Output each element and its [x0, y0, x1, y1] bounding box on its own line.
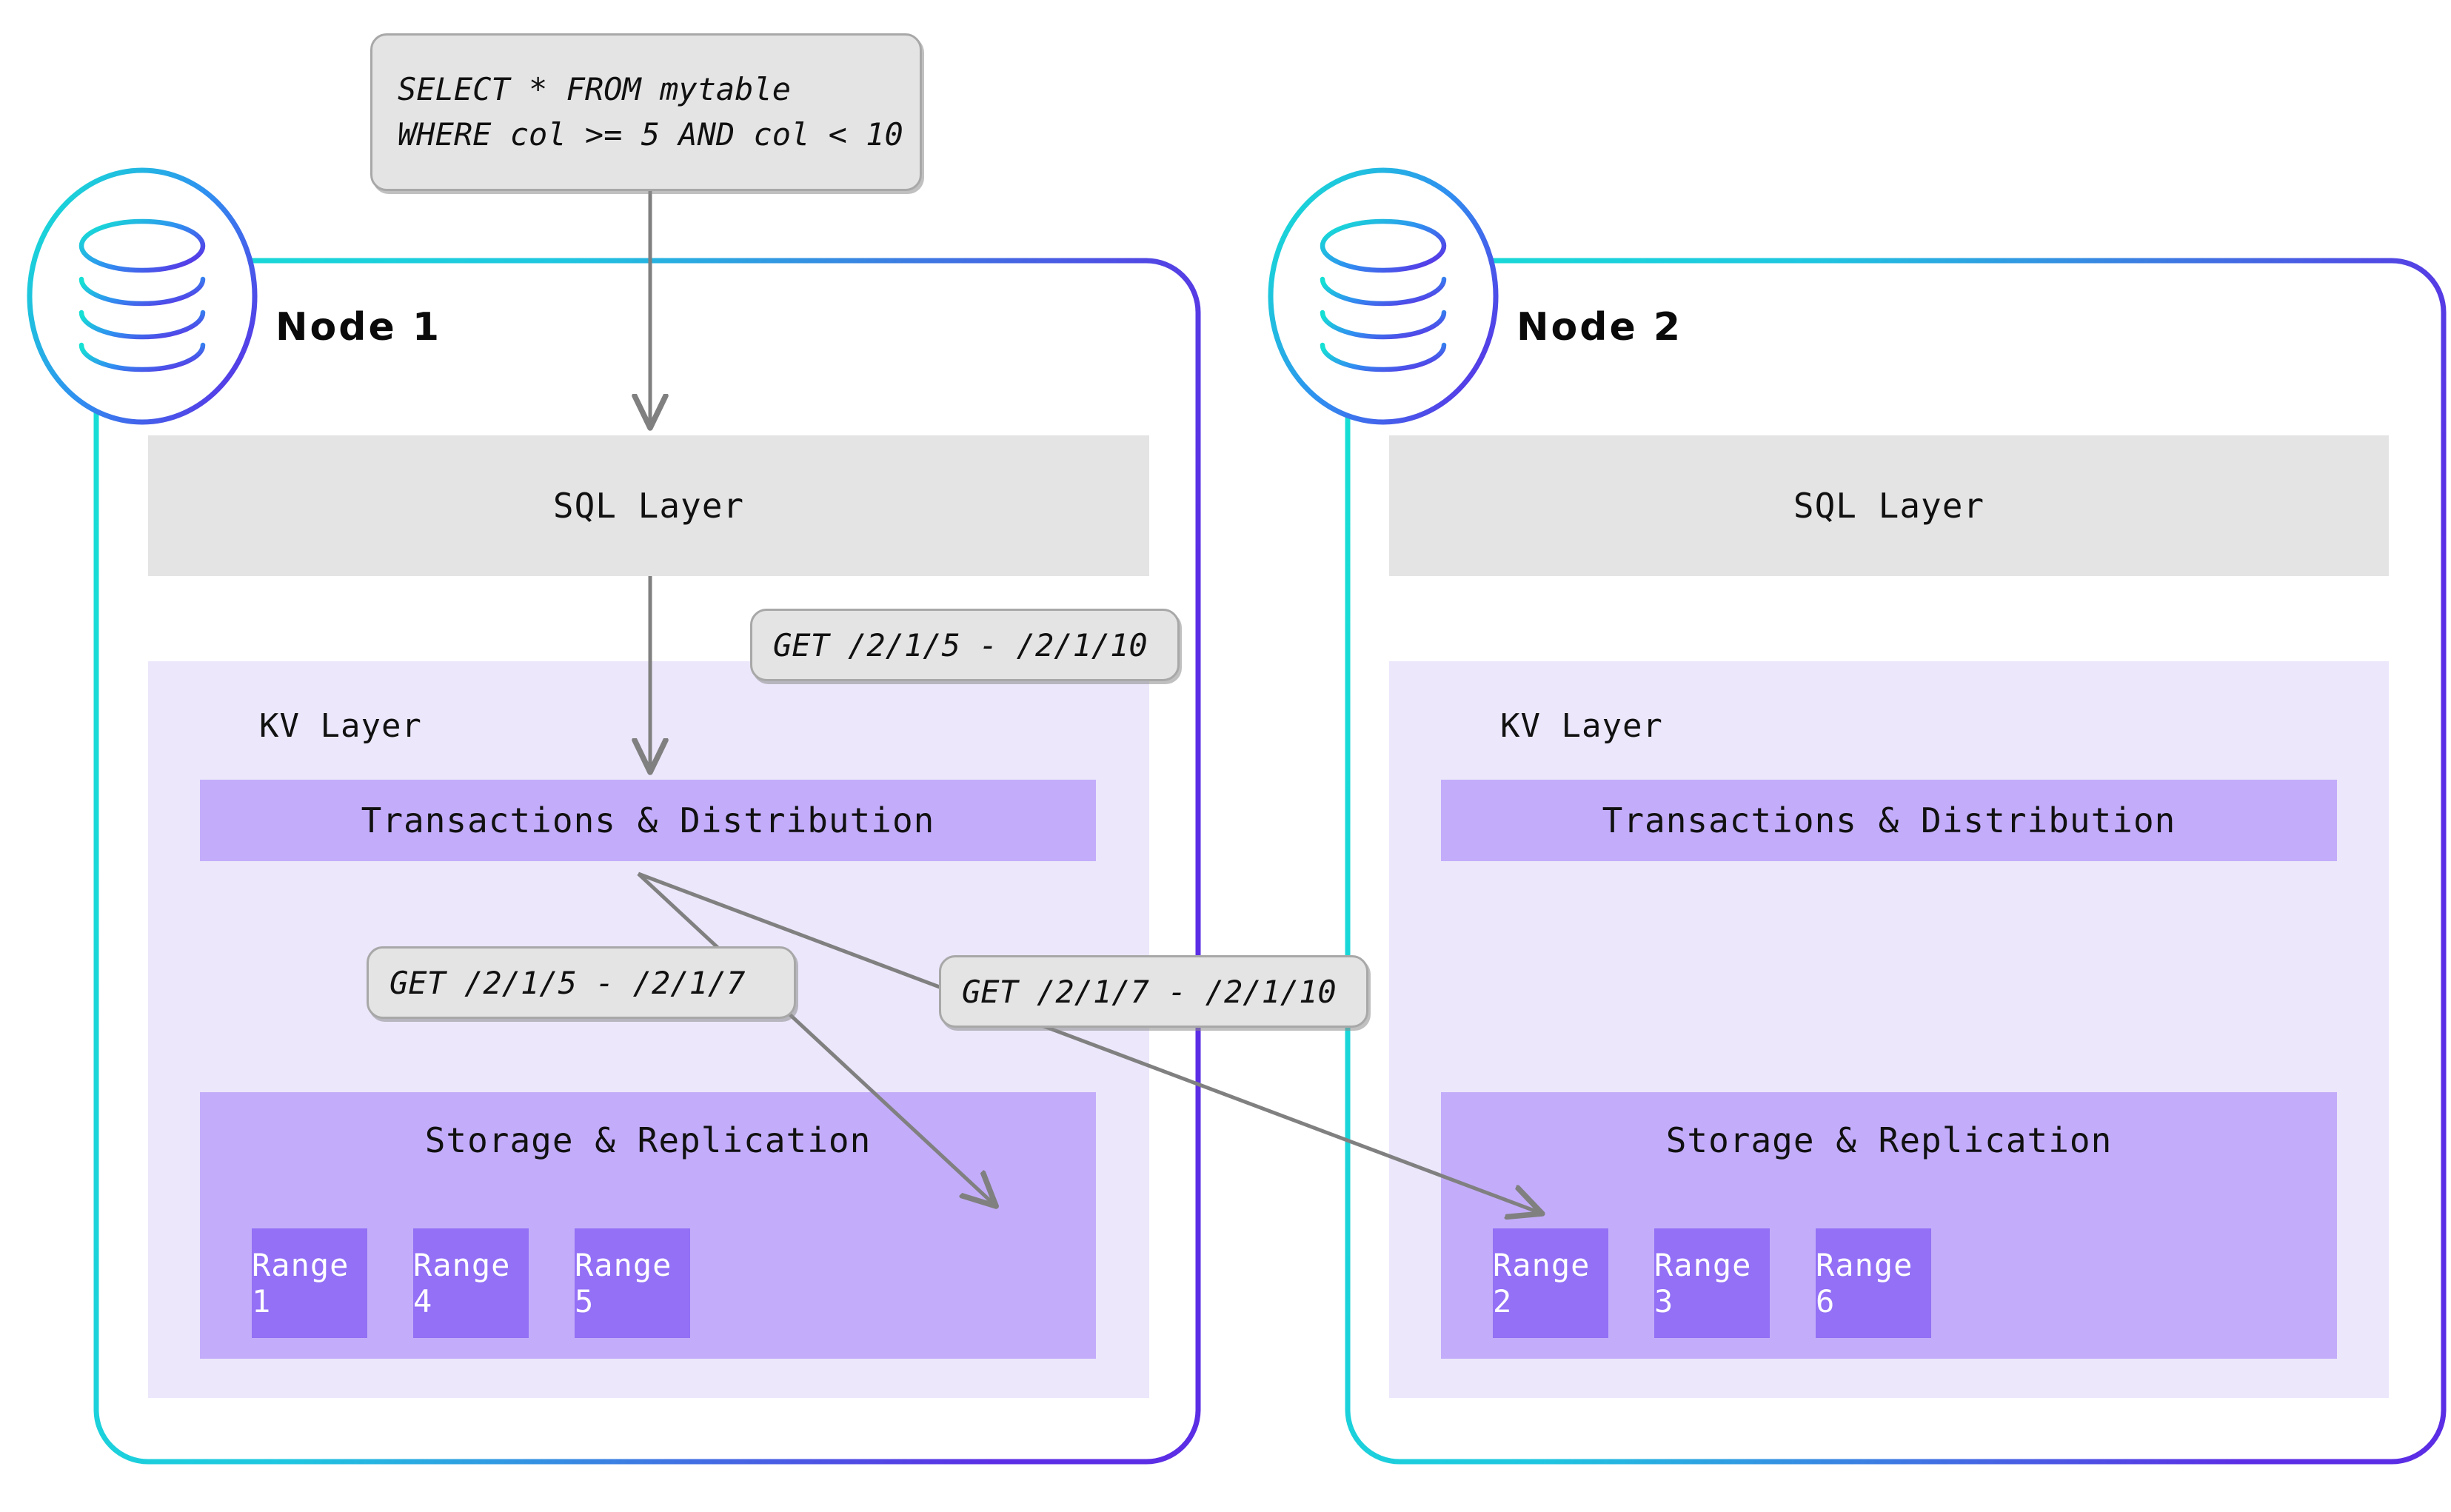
range-box[interactable]: Range 4 [413, 1228, 529, 1338]
range-box[interactable]: Range 3 [1654, 1228, 1770, 1338]
node-1-title: Node 1 [275, 305, 442, 349]
node-2-badge [1268, 167, 1499, 425]
node-2-circle [1268, 167, 1499, 425]
range-box[interactable]: Range 5 [575, 1228, 690, 1338]
node-2-title: Node 2 [1517, 305, 1683, 349]
range-label: Range 3 [1654, 1247, 1752, 1319]
range-label: Range 6 [1816, 1247, 1913, 1319]
get-upper-range-callout: GET /2/1/7 - /2/1/10 [939, 955, 1368, 1028]
node-2-transactions-label: Transactions & Distribution [1602, 800, 2176, 840]
node-1-transactions-label: Transactions & Distribution [361, 800, 935, 840]
database-cylinder-icon [1320, 218, 1447, 372]
get-full-range-callout: GET /2/1/5 - /2/1/10 [750, 609, 1180, 681]
node-2-sql-layer-label: SQL Layer [1793, 486, 1985, 526]
node-2-sql-layer: SQL Layer [1389, 435, 2389, 576]
node-1-kv-layer-label: KV Layer [259, 707, 422, 745]
node-2-kv-layer-label: KV Layer [1500, 707, 1663, 745]
range-label: Range 5 [575, 1247, 672, 1319]
node-1-storage-label: Storage & Replication [424, 1120, 872, 1160]
sql-query-callout: SELECT * FROM mytable WHERE col >= 5 AND… [370, 33, 922, 191]
database-cylinder-icon [78, 218, 206, 372]
node-2-storage-box: Storage & Replication Range 2 Range 3 Ra… [1441, 1092, 2337, 1359]
node-2-storage-label: Storage & Replication [1665, 1120, 2113, 1160]
node-2-transactions-box: Transactions & Distribution [1441, 780, 2337, 861]
get-lower-range-label: GET /2/1/5 - /2/1/7 [389, 964, 746, 1001]
node-1-circle [27, 167, 258, 425]
range-box[interactable]: Range 1 [252, 1228, 367, 1338]
get-full-range-label: GET /2/1/5 - /2/1/10 [773, 626, 1148, 663]
node-1-sql-layer: SQL Layer [148, 435, 1149, 576]
range-label: Range 1 [252, 1247, 350, 1319]
node-1-storage-box: Storage & Replication Range 1 Range 4 Ra… [200, 1092, 1096, 1359]
range-box[interactable]: Range 2 [1493, 1228, 1608, 1338]
node-1-range-row: Range 1 Range 4 Range 5 [252, 1228, 690, 1338]
sql-query-line-2: WHERE col >= 5 AND col < 10 [398, 116, 903, 153]
range-box[interactable]: Range 6 [1816, 1228, 1931, 1338]
get-lower-range-callout: GET /2/1/5 - /2/1/7 [367, 946, 796, 1019]
node-2-range-row: Range 2 Range 3 Range 6 [1493, 1228, 1931, 1338]
node-1-sql-layer-label: SQL Layer [552, 486, 745, 526]
node-1-transactions-box: Transactions & Distribution [200, 780, 1096, 861]
node-1-badge [27, 167, 258, 425]
range-label: Range 4 [413, 1247, 511, 1319]
range-label: Range 2 [1493, 1247, 1591, 1319]
get-upper-range-label: GET /2/1/7 - /2/1/10 [962, 973, 1337, 1010]
sql-query-line-1: SELECT * FROM mytable [398, 70, 792, 107]
